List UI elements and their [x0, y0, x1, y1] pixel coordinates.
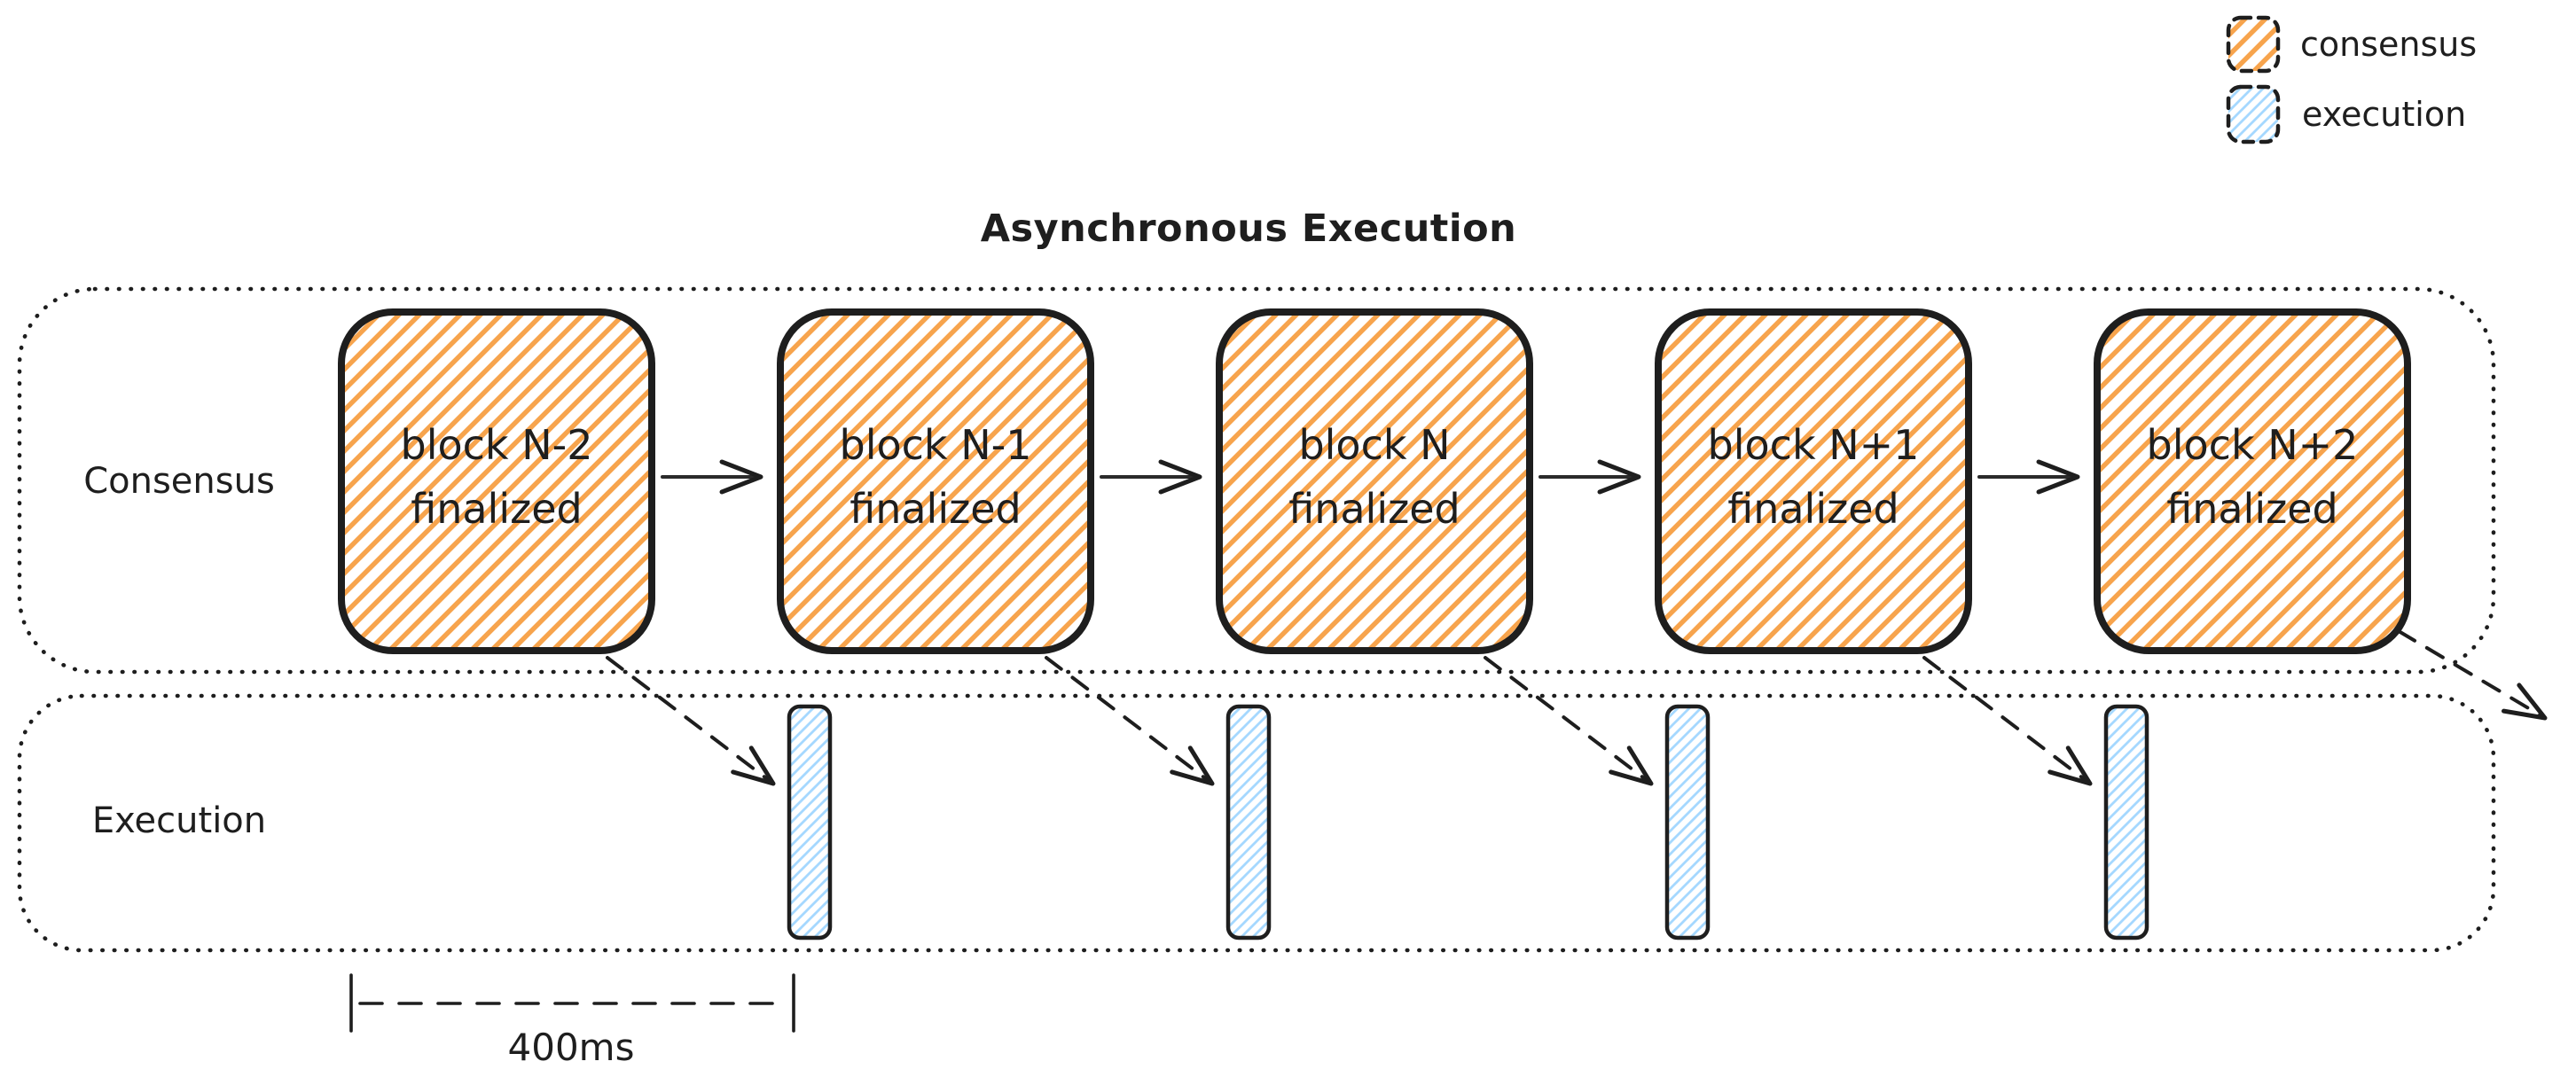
block-label-line2: finalized	[1288, 485, 1460, 533]
consensus-block-n: block N finalized	[1216, 308, 1533, 654]
consensus-block-box	[1655, 308, 1972, 654]
diagram-title: Asynchronous Execution	[981, 207, 1517, 251]
duration-label: 400ms	[508, 1026, 635, 1069]
execution-lane-label: Execution	[92, 800, 266, 841]
block-label-line2: finalized	[411, 485, 583, 533]
consensus-block-box	[777, 308, 1094, 654]
legend: consensus execution	[2226, 15, 2477, 144]
block-label-line1: block N-2	[401, 421, 593, 469]
execution-bar-3	[1664, 704, 1711, 940]
consensus-lane: Consensus block N-2 finalized block N-1 …	[17, 286, 2496, 675]
block-label-line1: block N	[1298, 421, 1450, 469]
execution-dispatch-arrow-5	[2397, 629, 2548, 721]
execution-dispatch-arrow-3	[1484, 656, 1654, 786]
consensus-block-n-minus-2: block N-2 finalized	[338, 308, 655, 654]
consensus-swatch-icon	[2226, 15, 2281, 74]
legend-label-execution: execution	[2302, 95, 2466, 134]
consensus-block-box	[2094, 308, 2411, 654]
execution-dispatch-arrow-2	[1045, 656, 1215, 786]
execution-dispatch-arrow-1	[606, 656, 776, 786]
consensus-lane-label: Consensus	[83, 461, 275, 502]
block-label-line1: block N-1	[840, 421, 1032, 469]
block-label-line1: block N+1	[1708, 421, 1920, 469]
execution-lane-border	[17, 693, 2496, 953]
execution-bar-4	[2103, 704, 2149, 940]
execution-bar-1	[787, 704, 833, 940]
duration-measure: 400ms	[349, 973, 795, 1069]
consensus-block-n-plus-1: block N+1 finalized	[1655, 308, 1972, 654]
execution-lane: Execution	[17, 693, 2496, 953]
dispatch-arrows	[606, 629, 2548, 786]
block-label-line2: finalized	[2166, 485, 2338, 533]
legend-item-execution: execution	[2226, 84, 2466, 144]
execution-swatch-icon	[2226, 84, 2281, 144]
legend-item-consensus: consensus	[2226, 15, 2477, 74]
consensus-block-n-minus-1: block N-1 finalized	[777, 308, 1094, 654]
block-label-line2: finalized	[1727, 485, 1899, 533]
block-label-line1: block N+2	[2147, 421, 2359, 469]
legend-label-consensus: consensus	[2300, 25, 2477, 64]
consensus-block-box	[1216, 308, 1533, 654]
consensus-block-n-plus-2: block N+2 finalized	[2094, 308, 2411, 654]
block-label-line2: finalized	[850, 485, 1022, 533]
execution-bar-2	[1225, 704, 1272, 940]
consensus-lane-border	[17, 286, 2496, 675]
execution-dispatch-arrow-4	[1922, 656, 2093, 786]
consensus-block-box	[338, 308, 655, 654]
